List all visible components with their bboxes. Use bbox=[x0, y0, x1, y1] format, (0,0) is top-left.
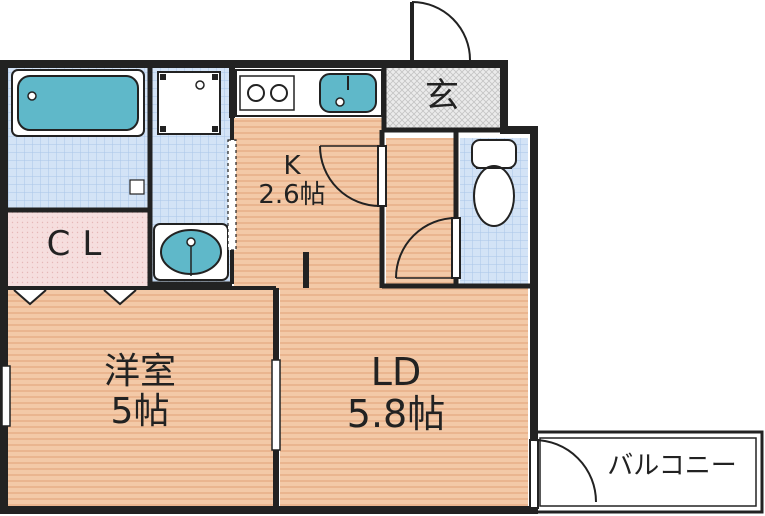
ld-size: 5.8帖 bbox=[346, 391, 446, 436]
ld-floor bbox=[280, 288, 528, 510]
toilet bbox=[471, 139, 517, 227]
bathtub bbox=[11, 69, 145, 137]
washing-machine-pan bbox=[157, 71, 221, 135]
kitchen-label: K 2.6帖 bbox=[240, 152, 344, 209]
hall-floor bbox=[386, 138, 456, 284]
balcony-floor bbox=[536, 434, 760, 510]
western-room-name: 洋室 bbox=[103, 351, 176, 392]
kitchen-counter bbox=[235, 69, 383, 117]
entrance-door bbox=[410, 1, 471, 64]
closet-floor bbox=[8, 212, 148, 286]
kitchen-name: K bbox=[283, 151, 301, 181]
ld-name: LD bbox=[370, 350, 422, 394]
kitchen-size: 2.6帖 bbox=[258, 179, 326, 210]
kitchen-door bbox=[319, 145, 387, 207]
balcony-door bbox=[529, 439, 597, 509]
sliding-doors bbox=[1, 139, 281, 451]
western-room-label: 洋室 5帖 bbox=[70, 352, 210, 431]
closet-doors bbox=[13, 289, 137, 306]
toilet-door bbox=[395, 217, 461, 279]
balcony-label: バルコニー bbox=[607, 451, 737, 481]
entrance-floor bbox=[386, 68, 502, 130]
closet-label: CL bbox=[46, 224, 114, 264]
western-room-floor bbox=[8, 288, 276, 510]
ld-label: LD 5.8帖 bbox=[316, 350, 476, 436]
western-room-size: 5帖 bbox=[110, 390, 170, 432]
washbasin bbox=[153, 223, 229, 281]
entrance-label: 玄 bbox=[425, 76, 459, 116]
